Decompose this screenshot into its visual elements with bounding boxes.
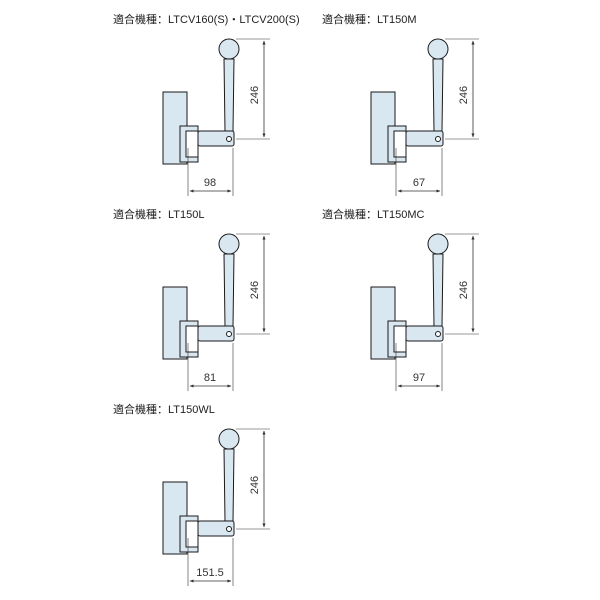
title-d5: 適合機種：LT150WL [113,404,215,416]
width-dimension-label: 97 [413,372,425,384]
fits-prefix: 適合機種： [322,14,377,26]
fits-prefix: 適合機種： [322,209,377,221]
fits-prefix: 適合機種： [113,14,168,26]
lever-handle [405,38,449,147]
lever-diagram-d2: 246 67 [370,38,479,196]
model-name: LT150MC [377,209,425,221]
title-d4: 適合機種：LT150MC [322,209,424,221]
height-dimension-label: 246 [458,281,470,299]
height-dimension-label: 246 [458,86,470,104]
title-d3: 適合機種：LT150L [113,209,205,221]
machine-body [370,91,407,165]
lever-diagram-d3: 246 81 [162,233,270,391]
model-name: LT150L [168,209,205,221]
lever-handle [197,428,240,537]
model-name: LTCV160(S)・LTCV200(S) [168,14,300,26]
dimension-width: 97 [395,343,443,391]
model-name: LT150M [377,14,417,26]
dimension-height: 246 [236,38,270,140]
machine-body [162,91,199,165]
lever-handle [405,233,449,342]
dimension-width: 151.5 [187,538,234,586]
height-dimension-label: 246 [249,86,261,104]
dimension-width: 98 [187,148,234,196]
dimension-height: 246 [445,233,479,335]
width-dimension-label: 67 [413,177,425,189]
machine-body [162,481,199,555]
width-dimension-label: 81 [204,372,216,384]
title-d1: 適合機種：LTCV160(S)・LTCV200(S) [113,14,300,26]
title-d2: 適合機種：LT150M [322,14,417,26]
height-dimension-label: 246 [249,281,261,299]
model-name: LT150WL [168,404,215,416]
fits-prefix: 適合機種： [113,404,168,416]
machine-body [370,286,407,360]
lever-diagram-d1: 246 98 [162,38,270,196]
fits-prefix: 適合機種： [113,209,168,221]
lever-handle [197,38,240,147]
lever-diagram-d5: 246 151.5 [162,428,270,586]
dimension-width: 67 [395,148,443,196]
width-dimension-label: 98 [204,177,216,189]
lever-diagram-d4: 246 97 [370,233,479,391]
dimension-height: 246 [236,233,270,335]
height-dimension-label: 246 [249,476,261,494]
dimension-height: 246 [445,38,479,140]
lever-handle [197,233,240,342]
width-dimension-label: 151.5 [196,567,224,579]
machine-body [162,286,199,360]
dimension-height: 246 [236,428,270,530]
dimension-width: 81 [187,343,234,391]
